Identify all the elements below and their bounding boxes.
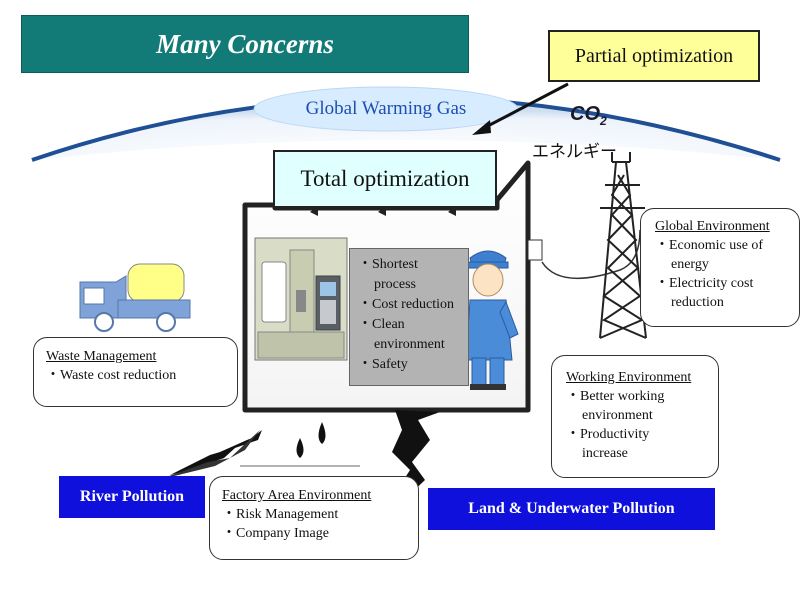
- waste-management-box: Waste Management ・Waste cost reduction: [33, 337, 238, 407]
- partial-optimization-label: Partial optimization: [548, 30, 760, 82]
- energy-label: エネルギー: [532, 142, 617, 162]
- box-item: ・Better working: [566, 389, 665, 404]
- box-item-continued: environment: [582, 408, 653, 423]
- measure-item: ・Safety: [358, 357, 408, 372]
- truck-icon: [79, 263, 191, 332]
- power-cable: [541, 229, 641, 280]
- factory-area-environment-box: Factory Area Environment ・Risk Managemen…: [209, 476, 419, 560]
- co2-main: CO: [570, 103, 600, 125]
- working-environment-box: Working Environment ・Better working envi…: [551, 355, 719, 478]
- measure-item-continued: process: [374, 277, 416, 292]
- box-item: ・Waste cost reduction: [46, 368, 177, 383]
- box-item: ・Company Image: [222, 526, 329, 541]
- measure-item: ・Shortest: [358, 257, 418, 272]
- box-item: ・Risk Management: [222, 507, 339, 522]
- total-optimization-label: Total optimization: [273, 150, 497, 208]
- box-heading: Working Environment: [566, 370, 692, 385]
- pointer-arrow: [483, 82, 569, 130]
- global-warming-gas-label: Global Warming Gas: [305, 98, 467, 119]
- co2-subscript: 2: [600, 114, 607, 128]
- box-heading: Factory Area Environment: [222, 488, 372, 503]
- page-title: Many Concerns: [21, 15, 469, 73]
- co2-label: CO2: [570, 103, 607, 128]
- box-heading: Waste Management: [46, 349, 157, 364]
- measure-item: ・Clean: [358, 317, 405, 332]
- oil-drops: [296, 422, 326, 458]
- box-item-continued: reduction: [671, 295, 724, 310]
- river-pollution-label: River Pollution: [59, 476, 205, 518]
- box-item-continued: increase: [582, 446, 628, 461]
- transmission-tower: [599, 152, 647, 339]
- ground-cracks: [158, 410, 440, 500]
- measure-item: ・Cost reduction: [358, 297, 455, 312]
- power-outlet: [527, 239, 543, 261]
- box-item: ・Economic use of: [655, 238, 764, 253]
- box-item: ・Electricity cost: [655, 276, 754, 291]
- box-item-continued: energy: [671, 257, 709, 272]
- arrow-head: [472, 120, 491, 135]
- global-environment-box: Global Environment ・Economic use of ener…: [640, 208, 800, 327]
- machine-tool: [254, 237, 348, 361]
- box-heading: Global Environment: [655, 219, 770, 234]
- factory-measures-box: ・Shortest process ・Cost reduction ・Clean…: [349, 248, 469, 386]
- land-underwater-pollution-label: Land & Underwater Pollution: [428, 488, 715, 530]
- measure-item-continued: environment: [374, 337, 445, 352]
- box-item: ・Productivity: [566, 427, 650, 442]
- roof-teeth: [310, 206, 456, 216]
